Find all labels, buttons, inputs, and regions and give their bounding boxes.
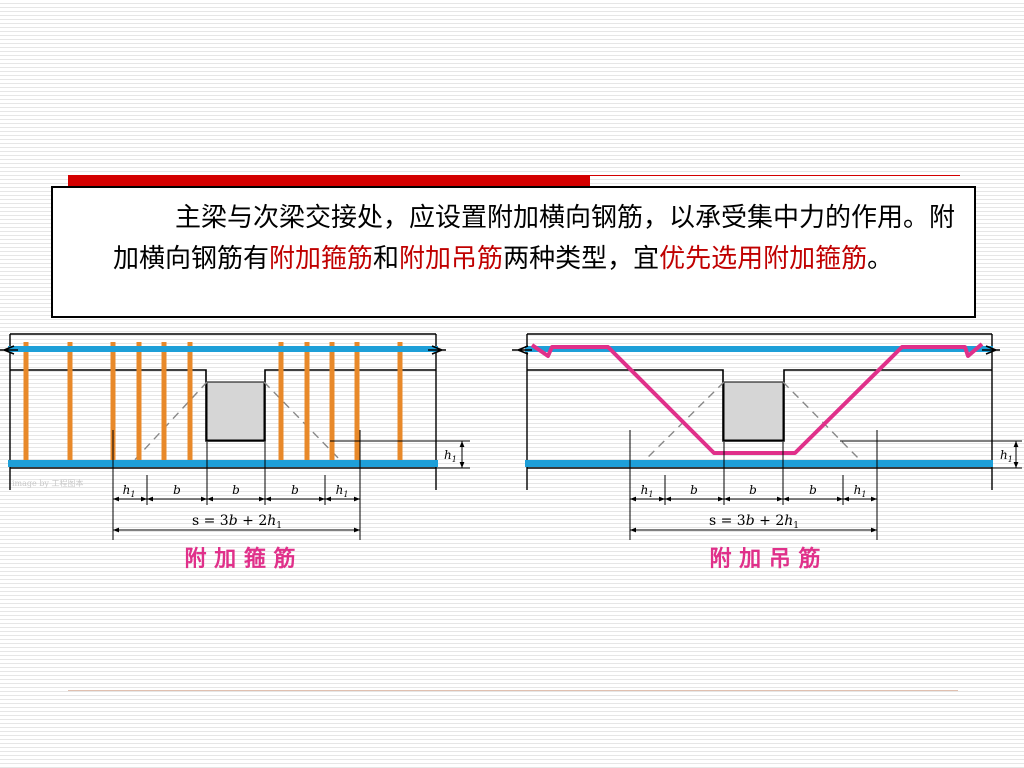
left-caption: 附 加 箍 筋 [185,546,296,572]
right-bottom-rebar [525,460,993,467]
dim-b-label: b [749,483,757,497]
dim-h1-label: h1 [123,483,136,499]
dim-b-label: b [690,483,698,497]
left-secondary-beam-section [206,381,265,441]
right-h1-side-label: h1 [1000,448,1013,464]
left-top-rebar [8,346,438,352]
dim-b-label: b [232,483,240,497]
hanger-diagram: h1 h1 b b b h1 s = 3b + 2h1 附 加 吊 筋 [512,333,1022,572]
dim-h1-label: h1 [854,483,867,499]
footer-divider [68,690,958,691]
title-accent-bar [68,175,590,187]
paragraph-text-4: 。 [867,244,894,274]
left-watermark: image by 工程图本 [12,478,84,488]
right-top-rebar [525,346,993,352]
left-break-mark [0,345,18,355]
dim-b-label: b [173,483,181,497]
left-break-mark [428,345,446,355]
dim-h1-label: h1 [336,483,349,499]
highlight-stirrup: 附加箍筋 [269,244,374,274]
dim-b-label: b [291,483,299,497]
highlight-hanger: 附加吊筋 [399,244,504,274]
left-s-formula: s = 3b + 2h1 [192,513,282,531]
right-break-mark [982,345,1000,355]
stirrup-diagram: h1 h1 b b b h1 s = 3b + 2h1 image by 工 [0,333,470,572]
right-break-mark [512,345,532,355]
rebar-diagrams: h1 h1 b b b h1 s = 3b + 2h1 image by 工 [0,333,1022,572]
paragraph-text-2: 和 [373,244,400,274]
paragraph-text-1: 主梁与次梁交接处，应设置附加横向钢筋，以承受集中力的作用。附加横向钢筋有 [113,203,956,274]
left-h1-side-label: h1 [444,448,457,464]
left-bottom-rebar [8,460,438,467]
right-beam-outline [527,333,992,469]
description-textbox: 主梁与次梁交接处，应设置附加横向钢筋，以承受集中力的作用。附加横向钢筋有附加箍筋… [51,186,976,318]
dim-b-label: b [809,483,817,497]
title-accent-line [590,175,960,176]
right-secondary-beam-section [723,381,784,441]
hanger-bar [530,342,984,455]
right-s-formula: s = 3b + 2h1 [709,513,799,531]
left-stirrups [23,342,403,466]
left-beam-outline [10,333,436,469]
right-caption: 附 加 吊 筋 [710,546,821,572]
paragraph-text-3: 两种类型，宜 [503,244,660,274]
highlight-prefer-stirrup: 优先选用附加箍筋 [659,244,868,274]
dim-h1-label: h1 [641,483,654,499]
